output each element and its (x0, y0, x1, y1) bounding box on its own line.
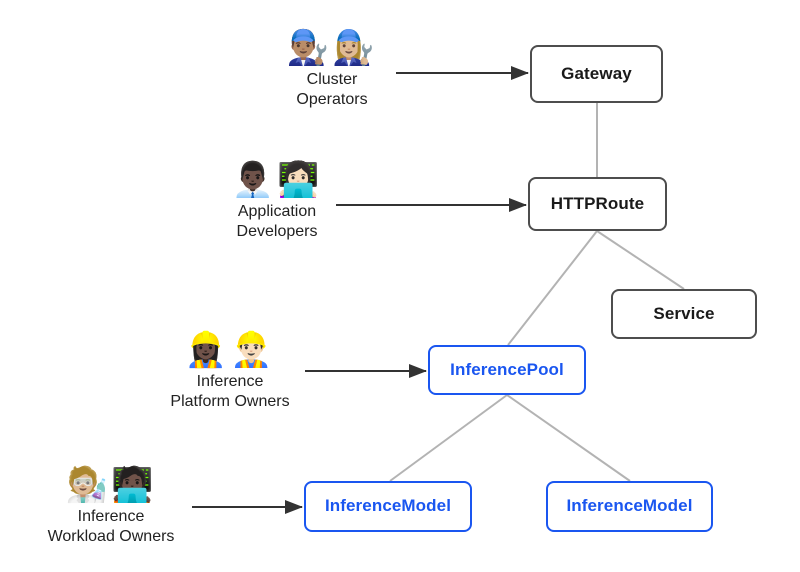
node-gateway[interactable]: Gateway (530, 45, 663, 103)
edge-inferencepool-to-model-right (506, 394, 631, 482)
node-inferencemodel-left[interactable]: InferenceModel (304, 481, 472, 532)
node-httproute[interactable]: HTTPRoute (528, 177, 667, 231)
node-gateway-label: Gateway (561, 63, 632, 83)
node-inferencepool-label: InferencePool (450, 359, 564, 379)
edge-inferencepool-to-model-left (389, 394, 508, 482)
node-service[interactable]: Service (611, 289, 757, 339)
office-worker-technologist-icon: 👨🏿‍💼👩🏻‍💻 (231, 160, 323, 200)
mechanic-people-icon: 👨🏽‍🔧👩🏼‍🔧 (286, 28, 378, 68)
node-inferencepool[interactable]: InferencePool (428, 345, 586, 395)
persona-inference-workload-owners: 🧑🏼‍🔬🧑🏿‍💻 Inference Workload Owners (16, 465, 206, 547)
node-inferencemodel-right-label: InferenceModel (566, 496, 693, 516)
node-service-label: Service (653, 303, 715, 323)
scientist-technologist-icon: 🧑🏼‍🔬🧑🏿‍💻 (65, 465, 157, 505)
persona-cluster-operators-label: Cluster Operators (296, 71, 368, 108)
node-inferencemodel-right[interactable]: InferenceModel (546, 481, 713, 532)
node-inferencemodel-left-label: InferenceModel (324, 496, 452, 516)
edge-httproute-to-service (596, 230, 685, 290)
persona-application-developers-label: Application Developers (236, 203, 318, 240)
persona-cluster-operators: 👨🏽‍🔧👩🏼‍🔧 Cluster Operators (237, 28, 427, 110)
persona-application-developers: 👨🏿‍💼👩🏻‍💻 Application Developers (182, 160, 372, 242)
edge-httproute-to-inferencepool (507, 230, 598, 346)
persona-inference-platform-owners-label: Inference Platform Owners (170, 373, 290, 410)
construction-worker-people-icon: 👷🏿‍♀️👷🏻‍♂️ (184, 330, 276, 370)
persona-inference-workload-owners-label: Inference Workload Owners (47, 508, 175, 545)
node-httproute-label: HTTPRoute (550, 193, 645, 213)
persona-inference-platform-owners: 👷🏿‍♀️👷🏻‍♂️ Inference Platform Owners (135, 330, 325, 412)
